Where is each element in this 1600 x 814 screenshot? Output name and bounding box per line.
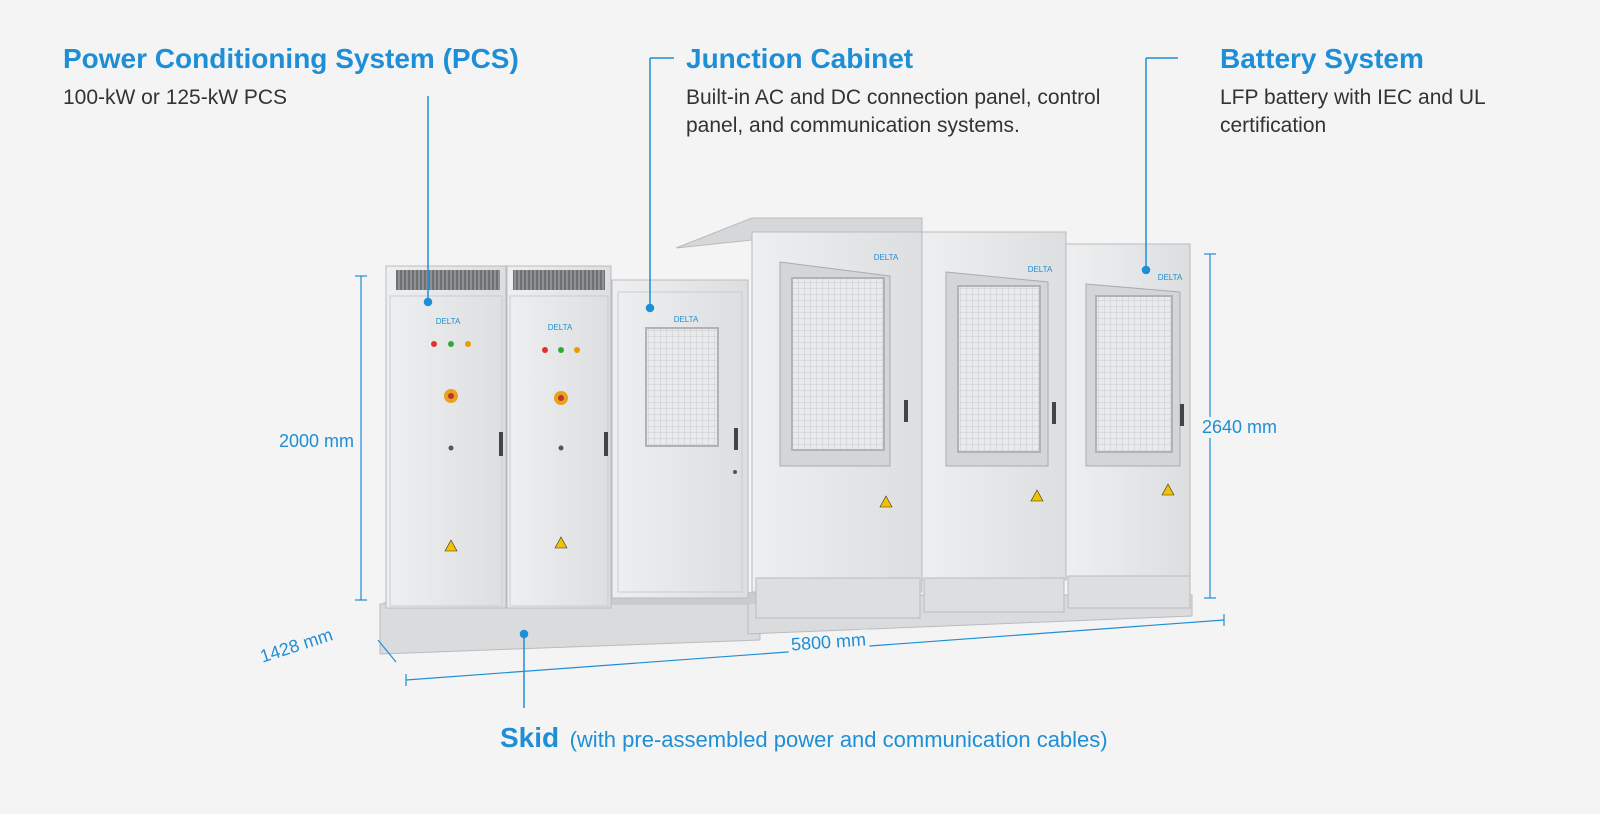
junction-callout: Junction Cabinet Built-in AC and DC conn… bbox=[686, 42, 1106, 140]
junction-description: Built-in AC and DC connection panel, con… bbox=[686, 86, 1101, 137]
junction-cabinet: DELTA bbox=[611, 279, 749, 599]
junction-title: Junction Cabinet bbox=[686, 43, 914, 74]
pcs-title: Power Conditioning System (PCS) bbox=[63, 43, 519, 74]
pcs-callout: Power Conditioning System (PCS) 100-kW o… bbox=[63, 42, 583, 112]
battery-cabinet-1: DELTA bbox=[675, 217, 923, 619]
battery-callout: Battery System LFP battery with IEC and … bbox=[1220, 42, 1540, 140]
battery-cabinet-2: DELTA bbox=[921, 231, 1067, 613]
battery-title: Battery System bbox=[1220, 43, 1424, 74]
pcs-height-label: 2000 mm bbox=[276, 431, 358, 452]
pcs-cabinet-1: DELTA bbox=[385, 265, 507, 609]
svg-text:DELTA: DELTA bbox=[1028, 265, 1053, 274]
pcs-cabinet-2: DELTA bbox=[506, 265, 612, 609]
skid-description: (with pre-assembled power and communicat… bbox=[569, 727, 1108, 752]
svg-text:DELTA: DELTA bbox=[548, 323, 573, 332]
callout-lines bbox=[423, 57, 1178, 708]
svg-text:DELTA: DELTA bbox=[674, 315, 699, 324]
skid-title: Skid bbox=[500, 722, 560, 753]
battery-height-label: 2640 mm bbox=[1199, 417, 1281, 438]
pcs-description: 100-kW or 125-kW PCS bbox=[63, 86, 288, 109]
svg-text:DELTA: DELTA bbox=[1158, 273, 1183, 282]
svg-text:DELTA: DELTA bbox=[874, 253, 899, 262]
battery-description: LFP battery with IEC and UL certificatio… bbox=[1220, 86, 1485, 137]
skid-callout: Skid (with pre-assembled power and commu… bbox=[500, 722, 1108, 754]
battery-cabinet-3: DELTA bbox=[1065, 243, 1191, 609]
svg-text:DELTA: DELTA bbox=[436, 317, 461, 326]
